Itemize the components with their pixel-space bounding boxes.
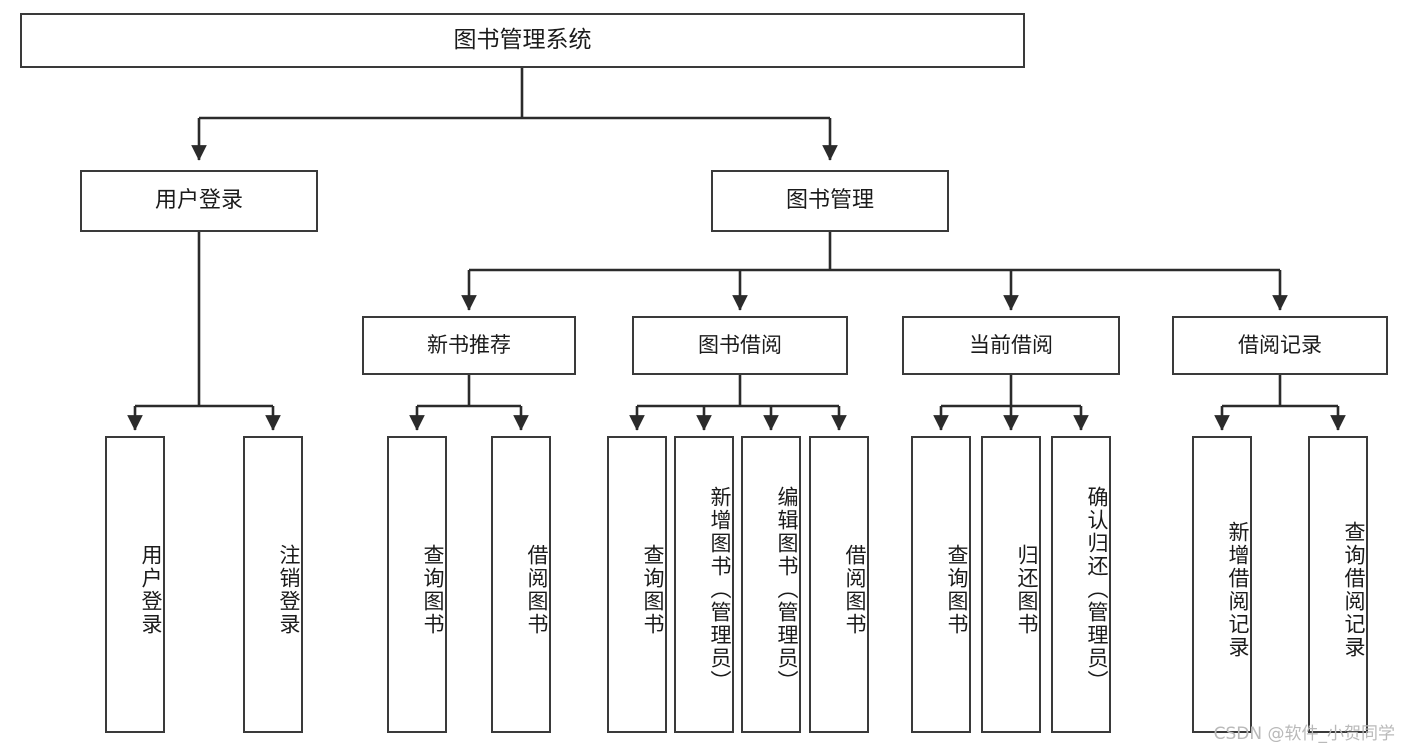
leaf-recommend-borrow-book[interactable]: 借阅图书 <box>491 436 551 733</box>
leaf-borrow-edit-book-admin[interactable]: 编辑图书（管理员） <box>741 436 801 733</box>
node-label: 借阅图书 <box>843 543 867 636</box>
leaf-current-query-book[interactable]: 查询图书 <box>911 436 971 733</box>
node-current-borrow[interactable]: 当前借阅 <box>902 316 1120 375</box>
node-label: 图书借阅 <box>698 333 782 358</box>
node-label: 查询图书 <box>945 543 969 636</box>
leaf-recommend-query-book[interactable]: 查询图书 <box>387 436 447 733</box>
node-label: 编辑图书（管理员） <box>775 486 799 693</box>
node-user-login[interactable]: 用户登录 <box>80 170 318 232</box>
leaf-borrow-query-book[interactable]: 查询图书 <box>607 436 667 733</box>
leaf-current-confirm-return-admin[interactable]: 确认归还（管理员） <box>1051 436 1111 733</box>
node-label: 新增图书（管理员） <box>708 486 732 693</box>
node-label: 查询图书 <box>641 543 665 636</box>
node-label: 归还图书 <box>1015 543 1039 636</box>
leaf-borrow-add-book-admin[interactable]: 新增图书（管理员） <box>674 436 734 733</box>
node-label: 查询借阅记录 <box>1342 520 1366 659</box>
node-label: 注销登录 <box>277 543 301 636</box>
node-label: 借阅记录 <box>1238 333 1322 358</box>
leaf-user-login-login[interactable]: 用户登录 <box>105 436 165 733</box>
node-book-borrow[interactable]: 图书借阅 <box>632 316 848 375</box>
node-label: 查询图书 <box>421 543 445 636</box>
node-label: 图书管理系统 <box>453 27 592 54</box>
node-label: 确认归还（管理员） <box>1085 486 1109 693</box>
node-label: 新书推荐 <box>427 333 511 358</box>
node-label: 新增借阅记录 <box>1226 520 1250 659</box>
leaf-current-return-book[interactable]: 归还图书 <box>981 436 1041 733</box>
node-borrow-record[interactable]: 借阅记录 <box>1172 316 1388 375</box>
node-new-book-recommend[interactable]: 新书推荐 <box>362 316 576 375</box>
leaf-record-add-record[interactable]: 新增借阅记录 <box>1192 436 1252 733</box>
node-root-system[interactable]: 图书管理系统 <box>20 13 1025 68</box>
node-label: 用户登录 <box>154 188 243 214</box>
node-label: 用户登录 <box>139 543 163 636</box>
leaf-record-query-record[interactable]: 查询借阅记录 <box>1308 436 1368 733</box>
node-label: 当前借阅 <box>969 333 1053 358</box>
leaf-user-login-logout[interactable]: 注销登录 <box>243 436 303 733</box>
leaf-borrow-borrow-book[interactable]: 借阅图书 <box>809 436 869 733</box>
node-label: 借阅图书 <box>525 543 549 636</box>
node-book-management[interactable]: 图书管理 <box>711 170 949 232</box>
node-label: 图书管理 <box>785 188 874 214</box>
